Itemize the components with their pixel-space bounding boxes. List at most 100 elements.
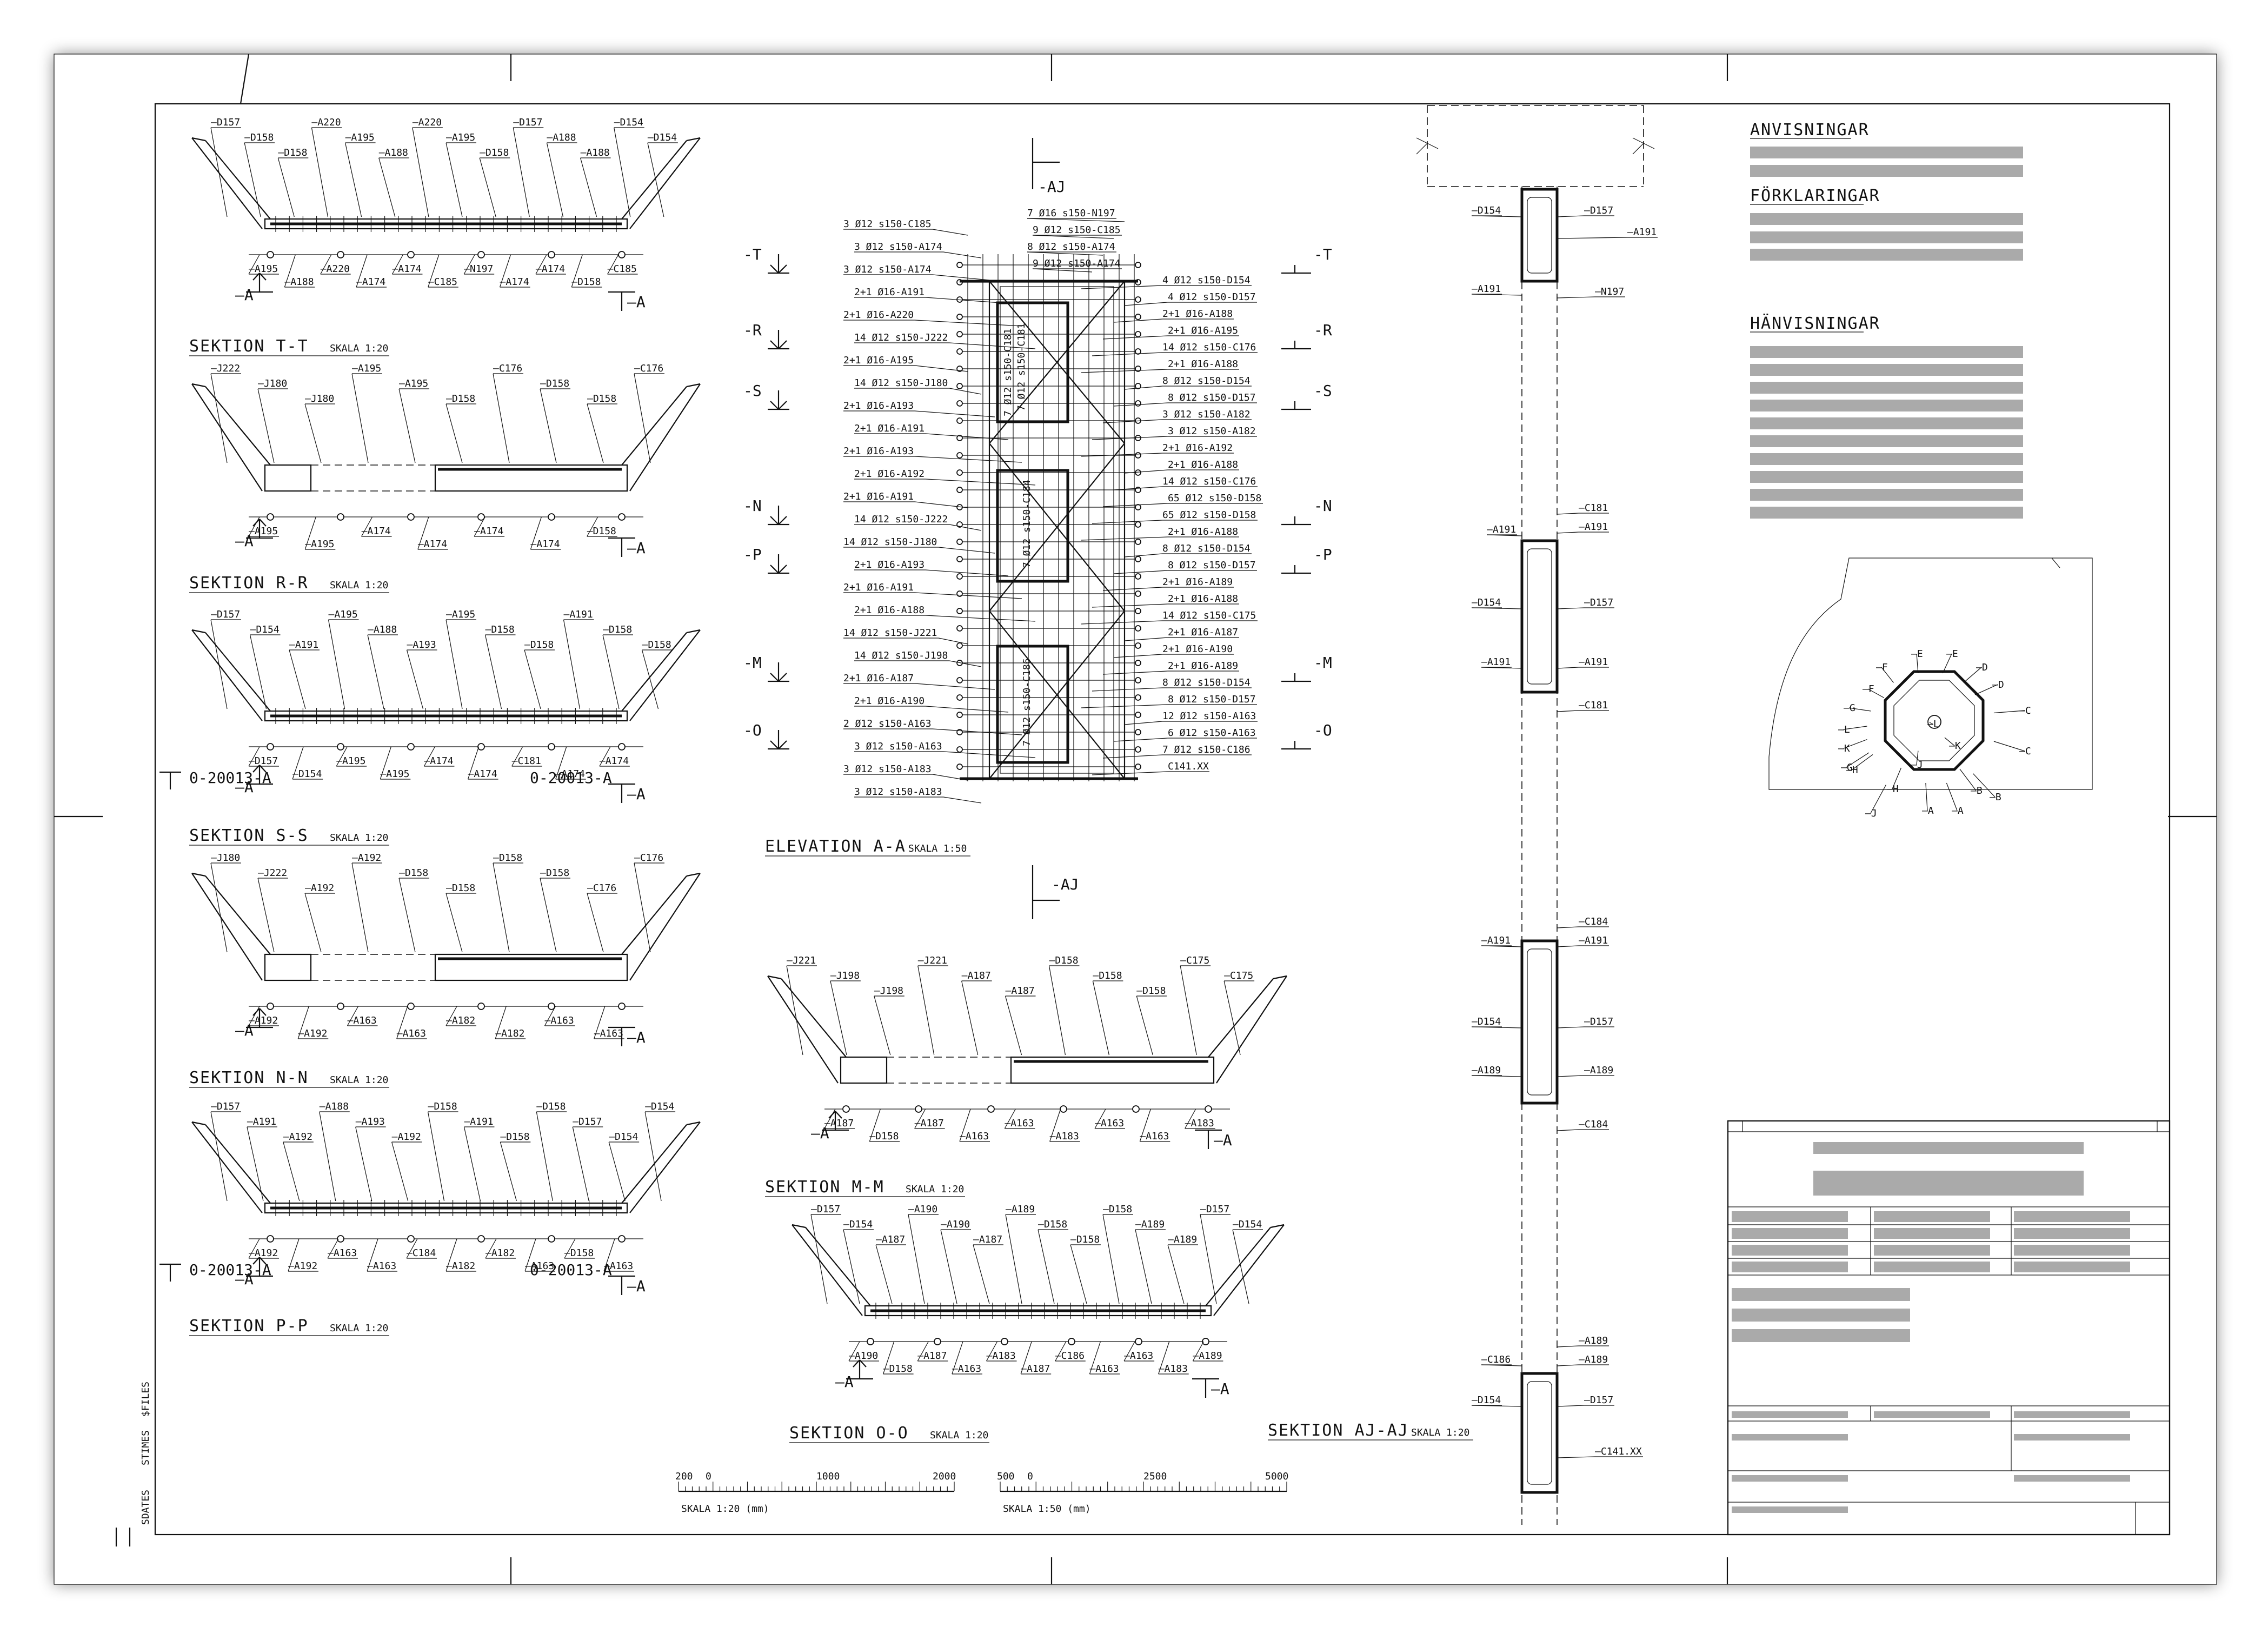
cut-mark: –A <box>1211 1380 1229 1398</box>
rebar-label: –D158 <box>500 1131 529 1143</box>
rebar-label: –A174 <box>356 276 385 288</box>
ref-tag-left: 0-20013-A <box>189 1261 271 1279</box>
rebar-label: –D157 <box>211 117 240 128</box>
keyplan-label: –K <box>1838 743 1850 754</box>
rebar-label: –A183 <box>1050 1131 1079 1142</box>
rebar-label: 2+1 Ø16-A187 <box>1168 627 1238 638</box>
rebar-label: –A192 <box>352 852 381 864</box>
rebar-label: –D157 <box>513 117 542 128</box>
level-mark-right: -M <box>1314 654 1332 672</box>
rebar-label: 8 Ø12 s150-D154 <box>1162 677 1251 688</box>
rebar-label: –C176 <box>587 882 616 894</box>
section-title: SEKTION O-O <box>789 1424 909 1443</box>
elevation-cut-bottom: -AJ <box>1052 875 1079 893</box>
rebar-label: –A190 <box>849 1350 878 1362</box>
rebar-label: –A187 <box>1021 1363 1050 1375</box>
rebar-label: –D158 <box>446 393 475 404</box>
level-mark-right: -R <box>1314 321 1332 339</box>
rebar-label: –A182 <box>485 1247 515 1259</box>
rebar-label: 4 Ø12 s150-D154 <box>1162 275 1251 286</box>
rebar-label: –A183 <box>1159 1363 1188 1375</box>
rebar-label: –A189 <box>1579 1354 1608 1365</box>
rebar-label: –J180 <box>305 393 334 404</box>
rebar-label: –A163 <box>397 1028 426 1039</box>
rebar-label: –A195 <box>446 132 475 143</box>
rebar-label: –A188 <box>368 624 397 635</box>
rebar-label: –A195 <box>249 263 278 275</box>
cut-mark: –A <box>811 1124 829 1142</box>
rebar-label: –A188 <box>547 132 576 143</box>
rebar-label: 9 Ø12 s150-A174 <box>1033 258 1121 269</box>
cut-mark: –A <box>627 785 646 803</box>
level-mark-right: -O <box>1314 721 1332 739</box>
references-heading: HÄNVISNINGAR <box>1750 314 1880 333</box>
rebar-label: 2+1 Ø16-A189 <box>1168 660 1238 672</box>
section-sektion-t-t: –A–A–D157–D158–D158–A220–A195–A188–A220–… <box>189 117 701 356</box>
rebar-label: –A189 <box>1193 1350 1222 1362</box>
rebar-label: 2+1 Ø16-A187 <box>843 673 914 684</box>
cut-mark: –A <box>235 1021 254 1039</box>
rebar-label: –C184 <box>407 1247 436 1259</box>
rebar-label: –C186 <box>1055 1350 1085 1362</box>
scale-tick: 0 <box>1027 1471 1033 1482</box>
rebar-label: –A195 <box>399 378 428 389</box>
rebar-label: –D154 <box>843 1219 873 1230</box>
rebar-label: –J180 <box>258 378 287 389</box>
rebar-label: –A189 <box>1006 1204 1035 1215</box>
rebar-label: –C181 <box>1579 700 1608 711</box>
rebar-label: –A220 <box>311 117 341 128</box>
rebar-label: –A163 <box>1095 1118 1124 1129</box>
rebar-label: –D158 <box>428 1101 457 1112</box>
rebar-label: –A174 <box>530 539 560 550</box>
rebar-label: –A192 <box>392 1131 421 1143</box>
rebar-label: –A163 <box>328 1247 357 1259</box>
rebar-label: –A174 <box>362 526 391 537</box>
cut-mark: –A <box>235 778 254 796</box>
rebar-label: –D157 <box>573 1116 602 1127</box>
rebar-label: 14 Ø12 s150-J222 <box>854 332 948 343</box>
rebar-label: –A163 <box>1124 1350 1153 1362</box>
rebar-label: –A163 <box>960 1131 989 1142</box>
rebar-label: 2+1 Ø16-A191 <box>843 491 914 502</box>
level-mark-left: -P <box>743 546 762 563</box>
rebar-label: –A192 <box>249 1015 278 1026</box>
rebar-label: 12 Ø12 s150-A163 <box>1162 711 1256 722</box>
margin-files: $FILES <box>140 1382 151 1417</box>
rebar-label: –A163 <box>348 1015 377 1026</box>
rebar-label: 2+1 Ø16-A188 <box>1168 593 1238 605</box>
rebar-label: –A191 <box>564 609 593 620</box>
rebar-label: –D157 <box>1584 597 1613 608</box>
rebar-label: –C176 <box>634 852 663 864</box>
section-title: SEKTION N-N <box>189 1068 309 1087</box>
section-title: SEKTION P-P <box>189 1317 309 1336</box>
rebar-label: –A193 <box>407 639 436 650</box>
rebar-label: –D158 <box>587 393 616 404</box>
rebar-label: –A192 <box>298 1028 327 1039</box>
rebar-label: –D154 <box>250 624 280 635</box>
rebar-label: –A188 <box>379 147 408 158</box>
rebar-label: –D158 <box>1049 955 1078 966</box>
rebar-label-vertical: 7 Ø12 s150-C186 <box>1021 658 1033 746</box>
rebar-label: –A174 <box>424 755 453 767</box>
rebar-label: –A174 <box>556 768 585 780</box>
rebar-label: –A191 <box>464 1116 493 1127</box>
rebar-label: 3 Ø12 s150-C185 <box>843 218 932 230</box>
rebar-label: –C185 <box>608 263 637 275</box>
rebar-label: –A191 <box>1579 521 1608 533</box>
section-title: SEKTION T-T <box>189 337 309 356</box>
rebar-label: –A191 <box>1481 935 1511 946</box>
keyplan-label: –L <box>1927 719 1939 730</box>
rebar-label: –D158 <box>869 1131 899 1142</box>
rebar-label: –A191 <box>1627 227 1657 238</box>
rebar-label: –A187 <box>917 1350 947 1362</box>
rebar-label: 2+1 Ø16-A220 <box>843 309 914 321</box>
rebar-label: 3 Ø12 s150-A183 <box>843 764 932 775</box>
scale-tick: 500 <box>997 1471 1015 1482</box>
rebar-label: –A188 <box>284 276 314 288</box>
rebar-label: –A195 <box>329 609 358 620</box>
scale-caption: SKALA 1:50 (mm) <box>1003 1503 1091 1515</box>
keyplan-label: –A <box>1952 805 1964 816</box>
keyplan-label: –A <box>1922 805 1934 816</box>
